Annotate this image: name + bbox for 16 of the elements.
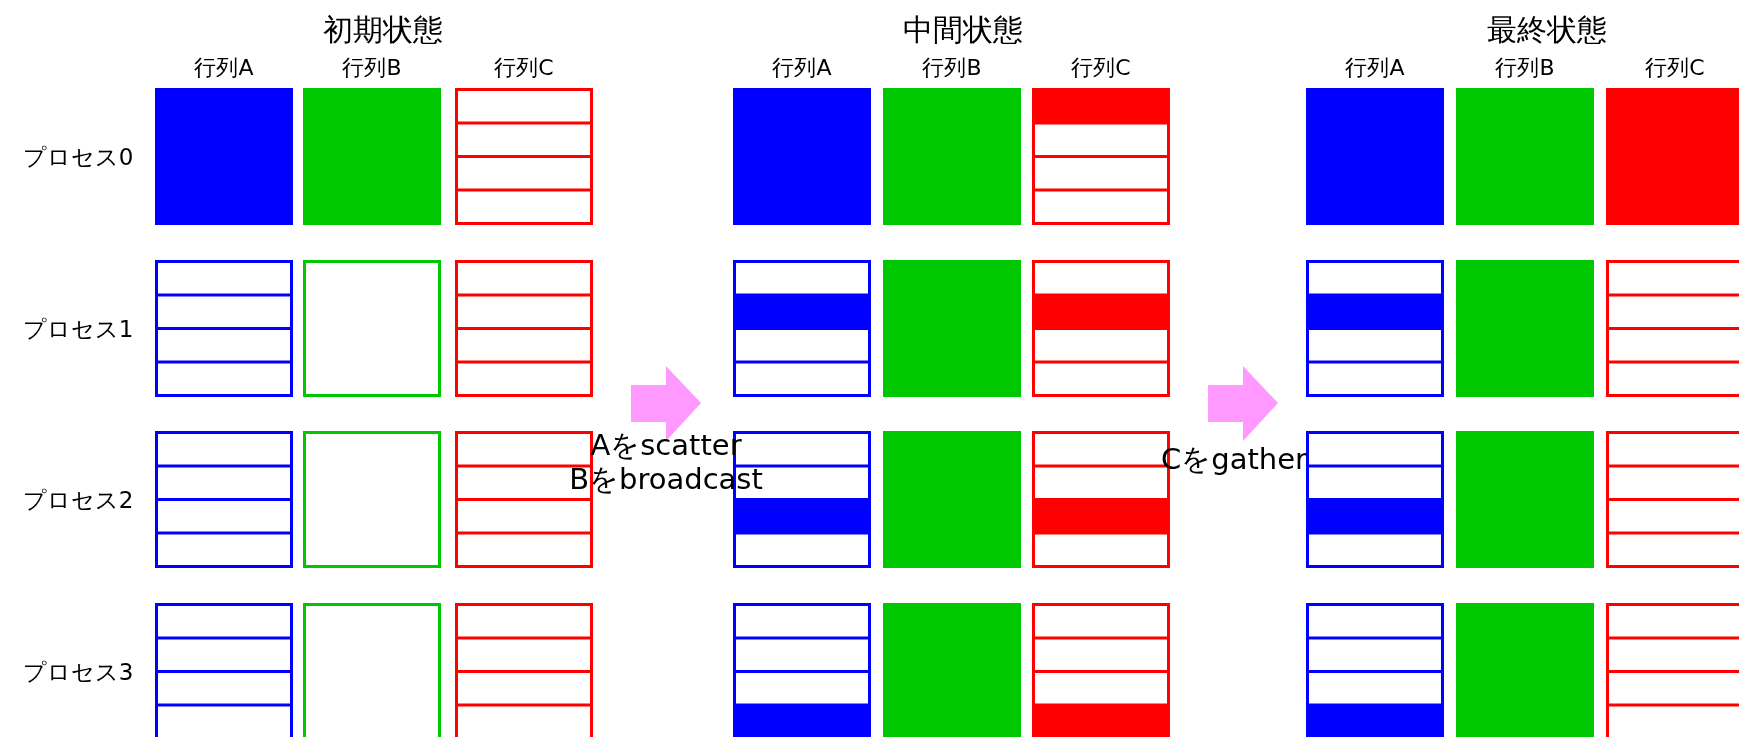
row-label: プロセス0: [22, 145, 134, 168]
state-title: 初期状態: [323, 15, 443, 45]
row-label: プロセス1: [22, 317, 134, 340]
row-label: プロセス3: [22, 660, 134, 683]
column-label: 行列C: [1645, 57, 1705, 79]
column-label: 行列A: [194, 57, 254, 79]
column-label: 行列C: [494, 57, 554, 79]
column-label: 行列B: [922, 57, 982, 79]
column-label: 行列C: [1071, 57, 1131, 79]
column-label: 行列B: [1495, 57, 1555, 79]
state-title: 最終状態: [1487, 15, 1607, 45]
row-label: プロセス2: [22, 488, 134, 511]
column-label: 行列A: [772, 57, 832, 79]
state-title: 中間状態: [903, 15, 1023, 45]
column-label: 行列A: [1345, 57, 1405, 79]
column-label: 行列B: [342, 57, 402, 79]
